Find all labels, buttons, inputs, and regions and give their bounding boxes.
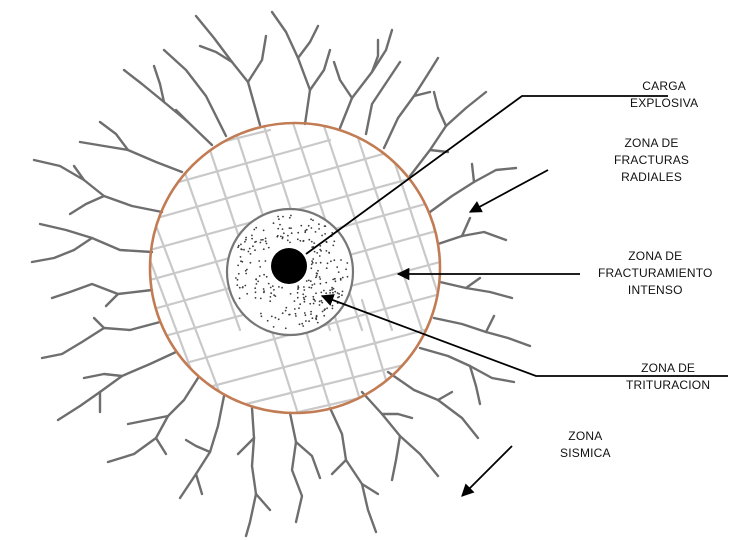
label-fracturamiento-intenso: ZONA DE FRACTURAMIENTO INTENSO	[598, 248, 713, 299]
label-trituracion: ZONA DE TRITURACION	[626, 360, 710, 394]
label-intenso-line-1: ZONA DE	[598, 248, 713, 265]
arrow-radiales	[470, 170, 548, 212]
label-carga-line-2: EXPLOSIVA	[630, 95, 698, 112]
label-intenso-line-2: FRACTURAMIENTO	[598, 265, 713, 282]
label-carga-explosiva: CARGA EXPLOSIVA	[630, 78, 698, 112]
label-trituracion-line-1: ZONA DE	[626, 360, 710, 377]
label-carga-line-1: CARGA	[630, 78, 698, 95]
label-sismica-line-2: SISMICA	[560, 445, 611, 462]
label-radiales-line-3: RADIALES	[614, 169, 689, 186]
label-sismica-line-1: ZONA	[560, 428, 611, 445]
label-zona-sismica: ZONA SISMICA	[560, 428, 611, 462]
label-trituracion-line-2: TRITURACION	[626, 377, 710, 394]
label-radiales-line-2: FRACTURAS	[614, 152, 689, 169]
label-intenso-line-3: INTENSO	[598, 282, 713, 299]
label-radiales-line-1: ZONA DE	[614, 135, 689, 152]
arrow-sismica	[462, 446, 512, 496]
label-fracturas-radiales: ZONA DE FRACTURAS RADIALES	[614, 135, 689, 186]
explosive-charge	[271, 248, 307, 284]
